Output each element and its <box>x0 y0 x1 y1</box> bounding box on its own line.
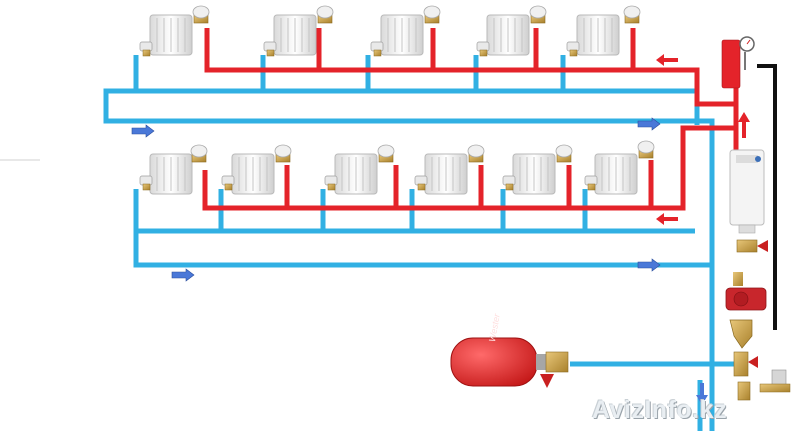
radiator-icon <box>370 5 441 57</box>
upper-radiator-row <box>139 5 641 57</box>
valve-icon <box>759 369 791 393</box>
expansion-tank-icon <box>450 337 569 388</box>
radiator-icon <box>584 140 655 195</box>
flow-arrow-icon <box>131 124 155 138</box>
flow-arrow-icon <box>637 258 661 272</box>
strainer-icon <box>729 319 753 349</box>
radiator-icon <box>566 5 641 57</box>
radiator-icon <box>502 144 573 195</box>
valve-icon <box>736 239 768 253</box>
boiler-icon <box>729 149 765 234</box>
flow-arrow-icon <box>171 268 195 282</box>
radiator-icon <box>139 5 210 57</box>
flow-arrow-icon <box>738 112 750 138</box>
circulation-pump-icon <box>725 272 767 311</box>
flow-arrow-icon <box>696 383 708 405</box>
flow-arrow-icon <box>656 213 678 225</box>
radiator-icon <box>139 144 208 195</box>
radiator-icon <box>221 144 292 195</box>
bypass-pipe <box>757 64 777 330</box>
radiator-icon <box>263 5 334 57</box>
flow-arrow-icon <box>656 54 678 66</box>
flow-arrows <box>131 54 750 405</box>
radiator-icon <box>414 144 485 195</box>
return-pipes <box>103 55 740 431</box>
valve-icon <box>733 351 758 401</box>
safety-group <box>721 36 755 89</box>
watermark: AvizInfo.kz <box>592 396 728 424</box>
radiator-icon <box>324 144 395 195</box>
